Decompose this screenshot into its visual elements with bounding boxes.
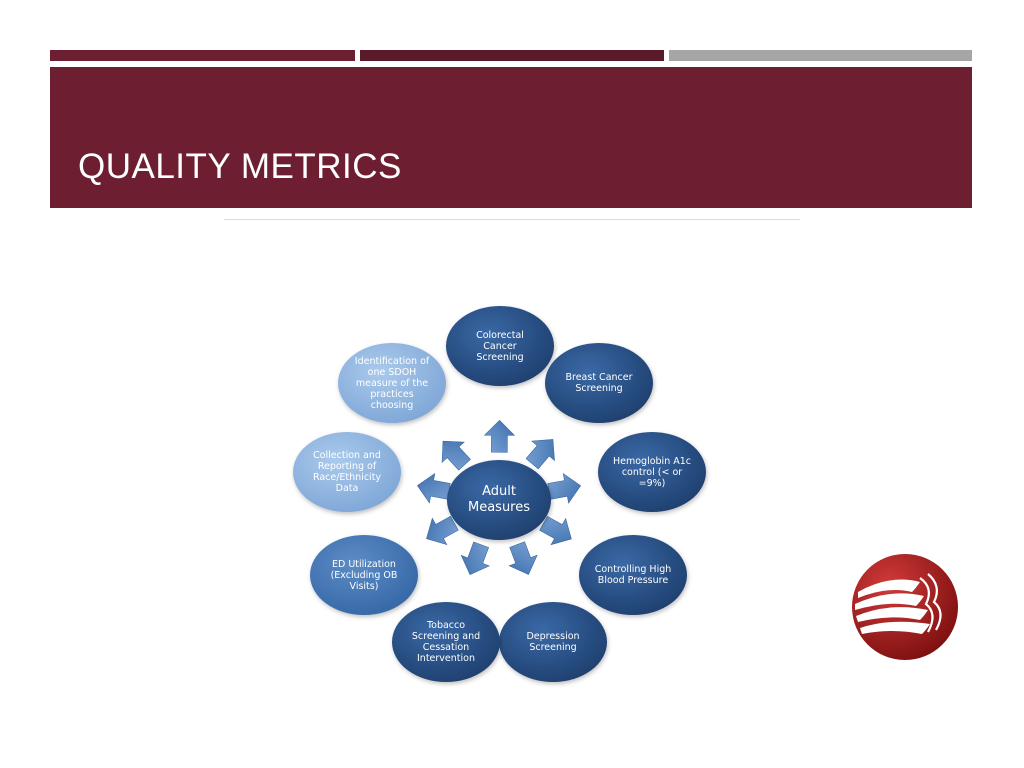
organization-logo-icon xyxy=(852,554,958,660)
measure-node xyxy=(579,535,687,615)
arrow-icon xyxy=(417,472,451,504)
measure-node xyxy=(598,432,706,512)
arrow-icon xyxy=(547,473,581,504)
measure-node-label: Hemoglobin A1c control (< or =9%) xyxy=(612,455,691,489)
accent-bar-left xyxy=(50,50,355,61)
measure-node-label: Depression Screening xyxy=(526,631,580,653)
measure-node-label: Colorectal Cancer Screening xyxy=(476,329,524,363)
accent-bar-right xyxy=(669,50,972,61)
title-band: QUALITY METRICS xyxy=(50,67,972,208)
center-node-label: Adult Measures xyxy=(467,484,531,515)
measure-node-label: Collection and Reporting of Race/Ethnici… xyxy=(312,450,382,494)
measure-node xyxy=(499,602,607,682)
measure-node-label: Identification of one SDOH measure of th… xyxy=(354,355,430,411)
measure-node xyxy=(545,343,653,423)
measure-node-label: Breast Cancer Screening xyxy=(565,372,633,394)
arrow-icon xyxy=(460,541,490,575)
measure-node xyxy=(446,306,554,386)
accent-bar-middle xyxy=(360,50,664,61)
measure-node-label: Controlling High Blood Pressure xyxy=(594,564,672,586)
measure-node-label: Tobacco Screening and Cessation Interven… xyxy=(411,620,481,664)
divider xyxy=(224,219,800,220)
center-node xyxy=(447,460,551,540)
arrow-icon xyxy=(483,419,516,453)
measure-node xyxy=(392,602,500,682)
arrow-icon xyxy=(539,515,572,546)
arrow-icon xyxy=(525,439,555,470)
measure-node xyxy=(338,343,446,423)
measure-node xyxy=(310,535,418,615)
arrow-icon xyxy=(426,515,459,545)
measure-node-label: ED Utilization (Excluding OB Visits) xyxy=(330,558,398,592)
arrow-icon xyxy=(441,440,471,471)
page-title: QUALITY METRICS xyxy=(78,147,402,186)
arrow-icon xyxy=(508,541,538,575)
measure-node xyxy=(293,432,401,512)
